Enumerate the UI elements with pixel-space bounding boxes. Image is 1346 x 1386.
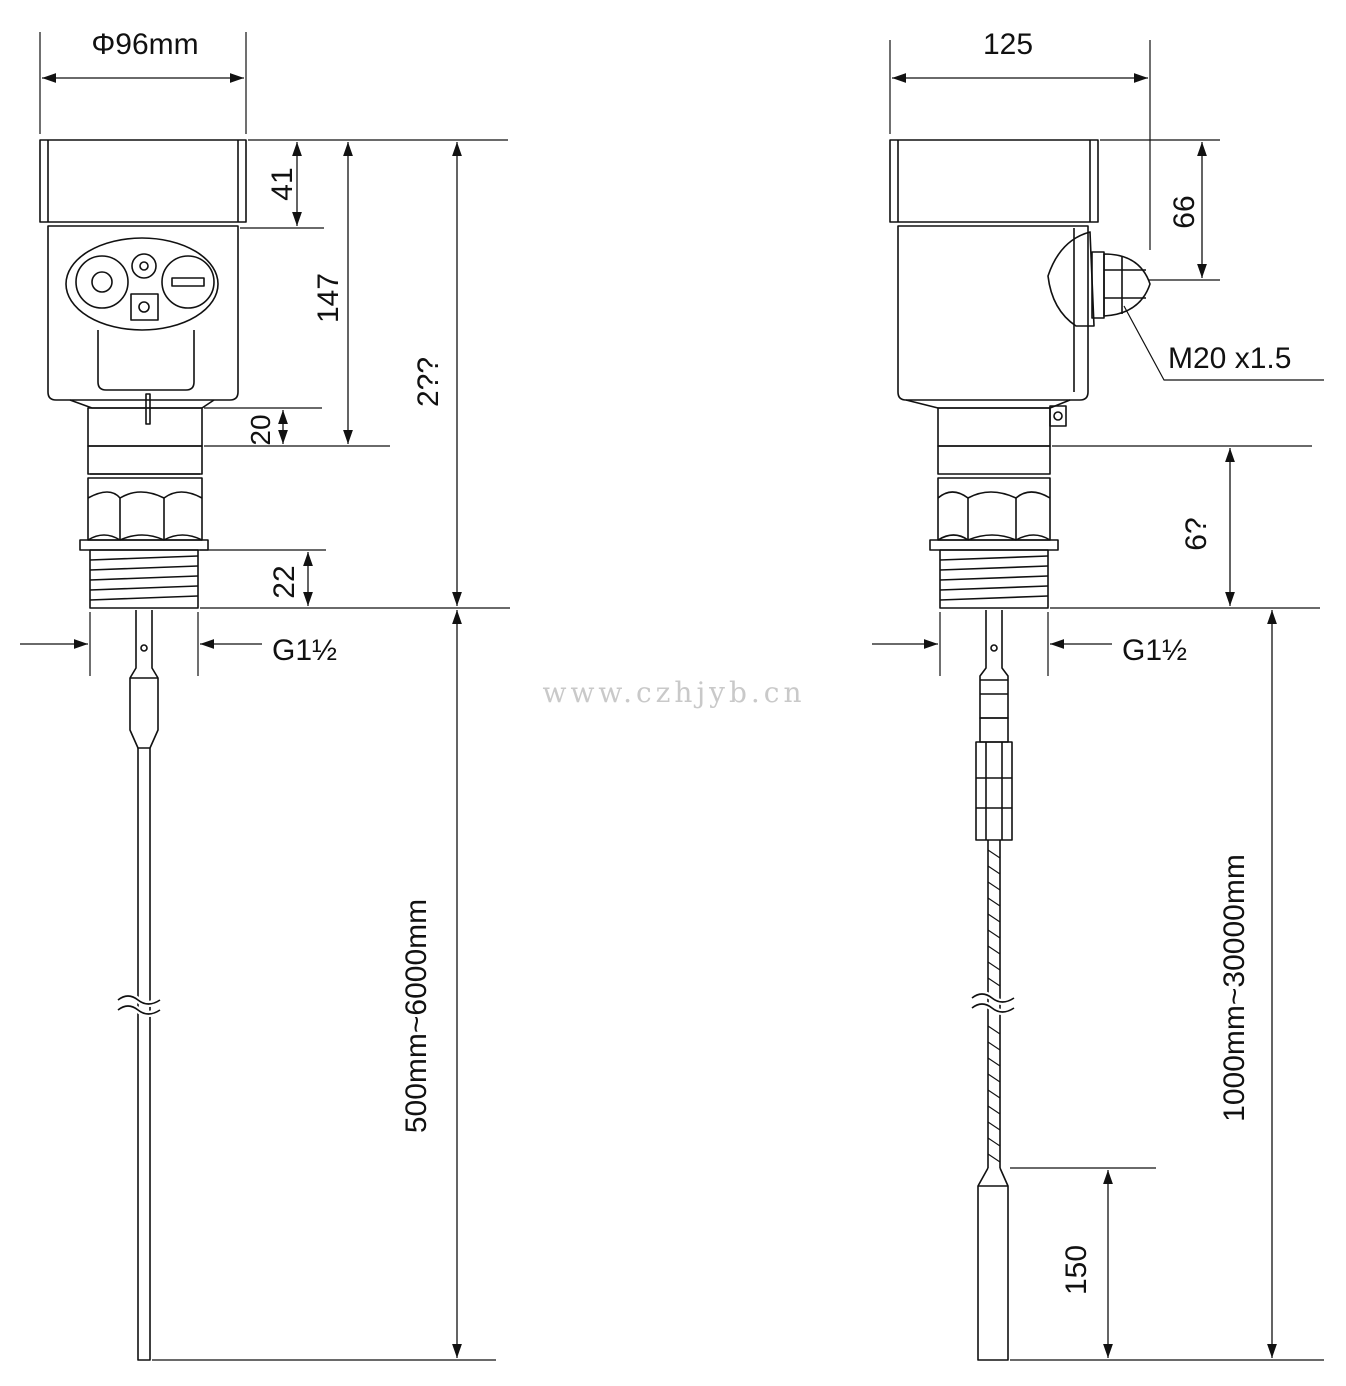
center-indicator-icon: [131, 253, 157, 279]
cable-length-label: 1000mm~30000mm: [1218, 854, 1251, 1122]
cable-gland-cover: [1047, 231, 1095, 327]
right-neck: [937, 407, 1051, 447]
left-thread-label: G1½: [272, 634, 337, 667]
dim-41-label: 41: [266, 167, 299, 200]
left-hex-nut: [87, 477, 203, 541]
left-dimension-lines: [20, 73, 462, 1358]
rod-length-label: 500mm~6000mm: [400, 899, 433, 1133]
square-button-icon: [130, 293, 159, 321]
width-label: 125: [983, 28, 1033, 61]
cable-gland-label: M20 x1.5: [1168, 342, 1291, 375]
left-knob-icon: [75, 255, 129, 309]
left-neck: [87, 407, 203, 447]
dim-66-label: 66: [1168, 195, 1201, 228]
right-dimension-lines: [872, 73, 1277, 1358]
dim-6x-label: 6?: [1180, 517, 1213, 550]
right-flange: [929, 539, 1059, 551]
left-flange: [79, 539, 209, 551]
right-extension-lines: [889, 40, 1324, 1361]
dim-147-label: 147: [312, 273, 345, 323]
left-instrument: [39, 139, 247, 1361]
left-probe-connector: [129, 610, 159, 749]
right-thread-label: G1½: [1122, 634, 1187, 667]
weight-length-label: 150: [1060, 1245, 1093, 1295]
left-housing-lid: [39, 139, 247, 223]
left-housing-body: [47, 225, 239, 401]
right-cable-connector: [979, 610, 1009, 719]
right-housing-lid: [889, 139, 1099, 223]
display-panel: [65, 237, 219, 331]
right-housing-body: [897, 225, 1089, 401]
diameter-label: Φ96mm: [91, 28, 198, 61]
dim-total-label: 2??: [412, 357, 445, 407]
cable-clamp: [975, 741, 1013, 841]
dim-20-label: 20: [245, 414, 276, 445]
right-thread: [939, 549, 1049, 609]
left-probe-rod: [137, 748, 151, 1361]
left-thread: [89, 549, 199, 609]
probe-weight: [977, 1167, 1009, 1361]
left-extension-lines: [39, 32, 510, 1361]
right-hex-nut: [937, 477, 1051, 541]
dim-22-label: 22: [268, 565, 301, 598]
watermark: www.czhjyb.cn: [543, 676, 806, 709]
right-instrument: [889, 139, 1151, 1361]
right-knob-icon: [161, 255, 215, 309]
